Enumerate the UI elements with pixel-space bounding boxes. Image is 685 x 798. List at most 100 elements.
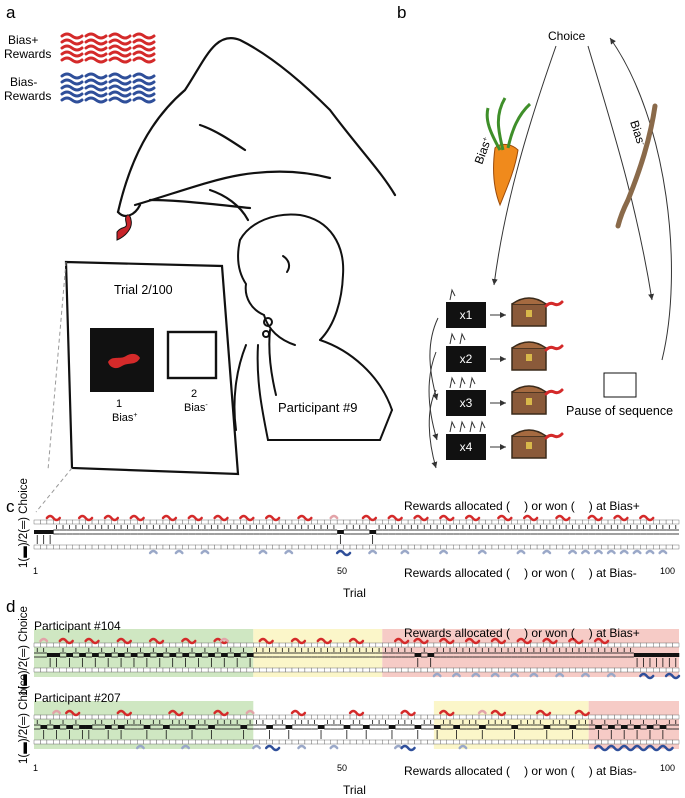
trial-cell <box>407 667 415 673</box>
bias-plus-reward-won <box>297 514 313 522</box>
trial-cell <box>72 642 80 648</box>
trial-cell <box>511 739 518 745</box>
trial-cell <box>407 642 415 648</box>
trial-cell <box>459 667 467 673</box>
trial-cell <box>594 714 602 720</box>
trial-cell <box>388 544 396 550</box>
trial-cell <box>440 642 448 648</box>
trial-cell <box>272 642 280 648</box>
trial-cell <box>498 544 506 550</box>
bias-minus-reward-allocated <box>400 549 410 555</box>
trial-cell <box>182 667 190 673</box>
trial-cell <box>659 714 667 720</box>
trial-cell <box>395 544 402 550</box>
panel-c-label: c <box>6 497 15 516</box>
trial-cell <box>111 714 119 720</box>
trial-cell <box>433 544 441 550</box>
choice-1-mark <box>414 653 422 657</box>
trial-cell <box>162 519 170 525</box>
trial-cell <box>343 642 351 648</box>
trial-cell <box>33 544 41 550</box>
trial-cell <box>504 714 512 720</box>
trial-cell <box>562 739 570 745</box>
trial-cell <box>259 642 267 648</box>
bias-minus-reward-allocated <box>458 744 468 750</box>
trial-cell <box>330 739 338 745</box>
trial-cell <box>324 519 331 525</box>
trial-cell <box>524 519 531 525</box>
trial-cell <box>130 667 138 673</box>
trial-cell <box>240 739 248 745</box>
trial-cell <box>530 667 538 673</box>
bias-plus-reward-won <box>413 637 429 645</box>
trial-cell <box>201 667 209 673</box>
trial-cell <box>614 667 622 673</box>
trial-cell <box>543 544 551 550</box>
panel-d-ylabel-1: 1(▬)/2(═) Choice <box>18 606 30 696</box>
trial-cell <box>336 642 344 648</box>
trial-cell <box>362 519 370 525</box>
trial-cell <box>349 642 357 648</box>
trial-cell <box>414 642 422 648</box>
trial-cell <box>136 714 144 720</box>
trial-cell <box>633 739 641 745</box>
choice-1-mark <box>653 653 660 657</box>
bias-minus-reward-allocated <box>581 549 590 555</box>
trial-cell <box>491 544 499 550</box>
bias-plus-reward-won <box>522 514 539 522</box>
bias-plus-reward-won <box>116 709 132 717</box>
choice-1-mark <box>453 725 460 729</box>
bias-plus-reward-won <box>77 514 94 522</box>
bias-plus-reward-won <box>497 514 513 522</box>
trial-cell <box>465 739 473 745</box>
chest-reward-icon <box>544 344 564 352</box>
trial-cell <box>91 544 99 550</box>
trial-cell <box>633 519 641 525</box>
trial-cell <box>298 544 306 550</box>
bias-plus-reward-won <box>490 637 507 645</box>
trial-cell <box>646 667 654 673</box>
choice-1-mark <box>79 653 86 657</box>
hand-mini-icon <box>449 288 456 301</box>
bias-plus-reward-won <box>181 637 197 645</box>
choice-1-mark <box>543 725 551 729</box>
choice-1-mark <box>169 653 177 657</box>
legend-plus-line1: Bias+ <box>8 33 38 47</box>
panel-c-bottom-caption: Rewards allocated () or won () at Bias- <box>404 566 637 580</box>
trial-cell <box>395 714 402 720</box>
trial-cell <box>472 739 480 745</box>
trial-cell <box>491 519 499 525</box>
trial-cell <box>620 714 628 720</box>
wave-mark <box>84 50 108 58</box>
trial-cell <box>53 544 60 550</box>
bias-plus-reward-won <box>58 637 74 645</box>
wave-mark <box>60 56 84 64</box>
trial-cell <box>517 667 525 673</box>
legend-minus-line2: Rewards <box>4 89 51 103</box>
choice-1-mark <box>646 725 654 729</box>
trial-cell <box>556 544 564 550</box>
trial-cell <box>130 642 138 648</box>
trial-cell <box>330 714 338 720</box>
choice-1-mark <box>195 653 202 657</box>
choice-1-mark <box>569 725 577 729</box>
trial-cell <box>266 667 273 673</box>
trial-cell <box>582 519 589 525</box>
bias-minus-reward-allocated <box>529 672 539 678</box>
choice-1-mark <box>92 653 99 657</box>
trial-cell <box>472 714 480 720</box>
trial-cell <box>285 739 293 745</box>
panel-c-xlabel: Trial <box>343 586 366 600</box>
trial-cell <box>420 544 428 550</box>
trial-cell <box>633 544 641 550</box>
trial-cell <box>343 519 351 525</box>
trial-cell <box>388 667 396 673</box>
trial-cell <box>349 519 357 525</box>
trial-cell <box>640 667 647 673</box>
trial-cell <box>201 739 209 745</box>
trial-cell <box>349 667 357 673</box>
trial-cell <box>53 642 60 648</box>
trial-cell <box>201 544 209 550</box>
wave-mark <box>108 78 132 86</box>
trial-cell <box>478 739 486 745</box>
